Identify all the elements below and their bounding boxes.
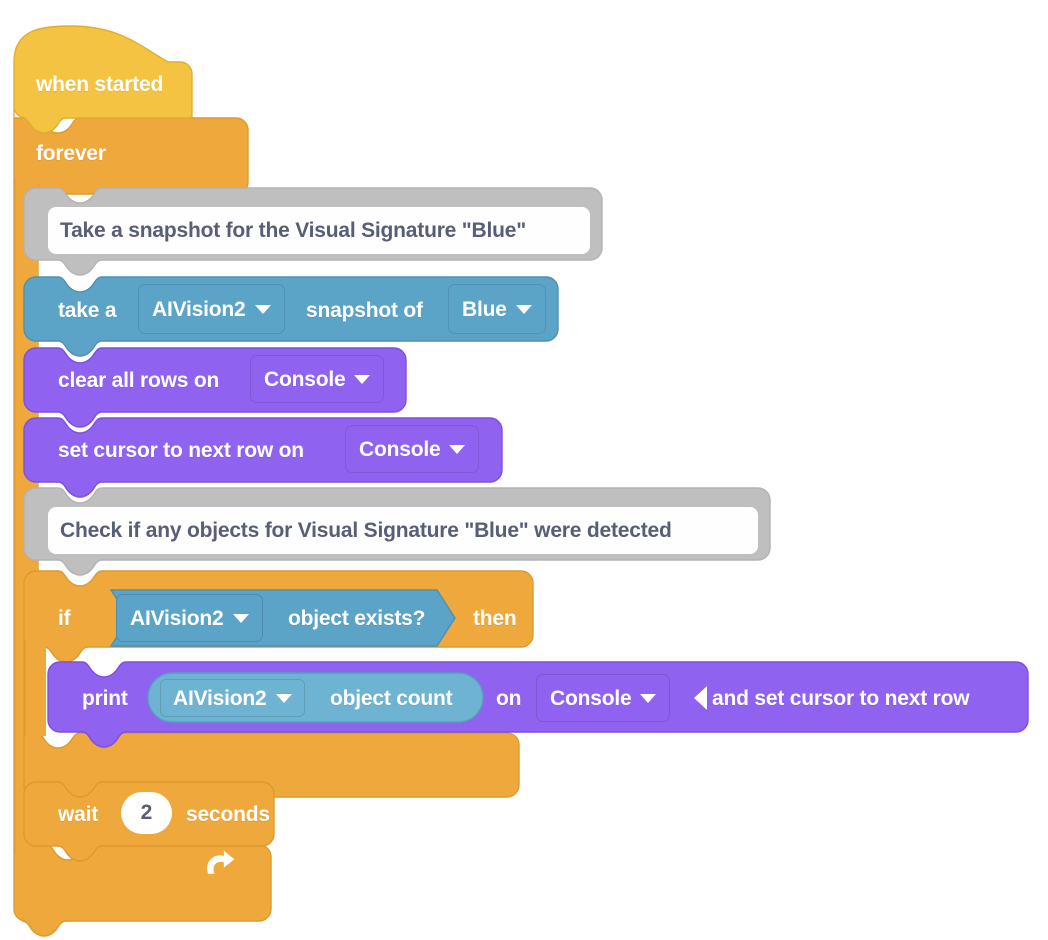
dropdown-aivision2-exists-value: AIVision2 xyxy=(130,606,224,630)
wait-seconds-input[interactable]: 2 xyxy=(121,792,172,834)
dropdown-console-print[interactable]: Console xyxy=(536,674,671,722)
then-label: then xyxy=(473,607,517,630)
when-started-block-shape[interactable] xyxy=(13,25,193,134)
if-label: if xyxy=(58,607,71,630)
dropdown-aivision2-snapshot[interactable]: AIVision2 xyxy=(138,284,285,334)
dropdown-aivision2-count-value: AIVision2 xyxy=(173,686,267,710)
set-cursor-label: set cursor to next row on xyxy=(58,439,304,462)
comment-2-text: Check if any objects for Visual Signatur… xyxy=(60,518,672,542)
dropdown-aivision2-snapshot-value: AIVision2 xyxy=(152,297,246,321)
comment-1-textbox[interactable]: Take a snapshot for the Visual Signature… xyxy=(48,207,590,254)
seconds-label: seconds xyxy=(186,803,270,826)
chevron-down-icon xyxy=(254,304,271,314)
object-exists-label: object exists? xyxy=(288,607,426,630)
comment-2-textbox[interactable]: Check if any objects for Visual Signatur… xyxy=(48,507,758,554)
chevron-down-icon xyxy=(515,304,532,314)
chevron-down-icon xyxy=(275,693,292,703)
dropdown-console-clear[interactable]: Console xyxy=(250,355,385,403)
when-started-label: when started xyxy=(36,73,164,96)
dropdown-console-setcursor-value: Console xyxy=(359,437,441,461)
dropdown-console-print-value: Console xyxy=(550,686,632,710)
collapse-left-triangle-icon[interactable] xyxy=(694,686,707,710)
wait-seconds-value: 2 xyxy=(140,801,153,824)
dropdown-aivision2-count[interactable]: AIVision2 xyxy=(160,679,305,717)
object-count-label: object count xyxy=(330,687,453,710)
dropdown-signature-blue[interactable]: Blue xyxy=(448,284,546,334)
dropdown-console-clear-value: Console xyxy=(264,367,346,391)
and-set-cursor-label: and set cursor to next row xyxy=(712,687,970,710)
dropdown-console-setcursor[interactable]: Console xyxy=(345,425,480,473)
loop-arrow-icon xyxy=(207,850,235,874)
comment-1-text: Take a snapshot for the Visual Signature… xyxy=(60,218,527,242)
dropdown-signature-blue-value: Blue xyxy=(462,297,507,321)
dropdown-aivision2-exists[interactable]: AIVision2 xyxy=(116,594,263,642)
print-label: print xyxy=(82,687,128,710)
wait-label: wait xyxy=(58,803,99,826)
chevron-down-icon xyxy=(640,693,657,703)
forever-label: forever xyxy=(36,142,106,165)
snapshot-of-label: snapshot of xyxy=(306,299,423,322)
take-a-label: take a xyxy=(58,299,117,322)
clear-all-rows-label: clear all rows on xyxy=(58,369,220,392)
on-label: on xyxy=(496,687,522,710)
chevron-down-icon xyxy=(232,613,249,623)
chevron-down-icon xyxy=(449,444,466,454)
chevron-down-icon xyxy=(354,374,371,384)
